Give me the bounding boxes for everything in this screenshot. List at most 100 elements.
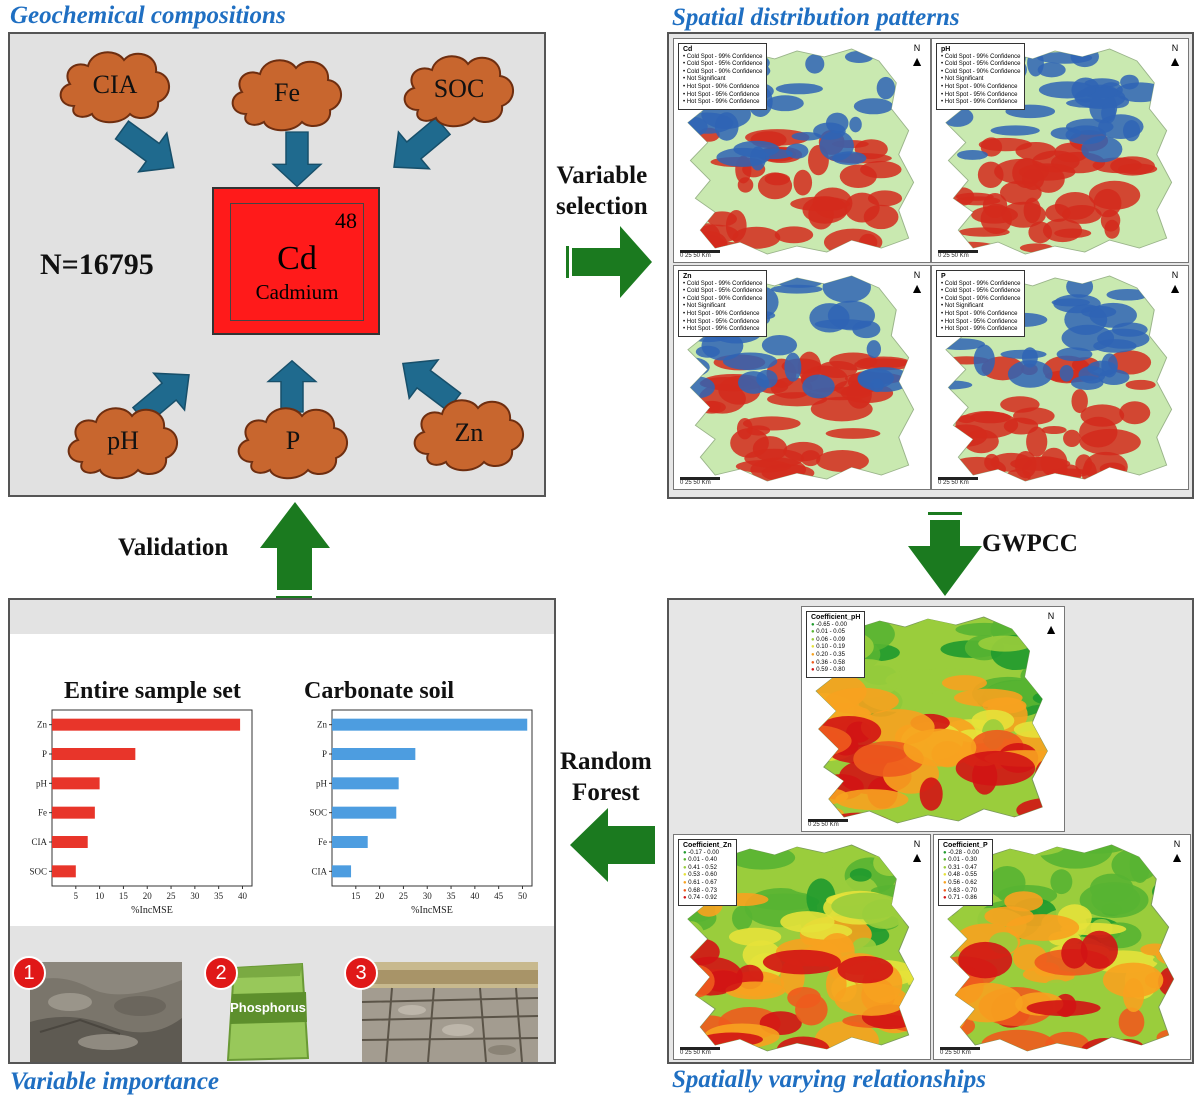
legend-swatch: ● — [943, 887, 949, 894]
north-arrow-icon: N▲ — [1168, 839, 1186, 865]
limestone-pavement-image — [362, 962, 538, 1062]
element-name: Cadmium — [255, 280, 339, 304]
scale-bar-ticks: 0 25 50 Km — [680, 253, 711, 259]
legend-swatch: ● — [943, 857, 949, 864]
title-spatial-distribution: Spatial distribution patterns — [672, 4, 960, 31]
hotspot-maps-panel: Cd• Cold Spot - 99% Confidence• Cold Spo… — [667, 32, 1194, 499]
legend-swatch: ● — [811, 629, 817, 636]
x-tick-label: 45 — [494, 891, 504, 901]
bar — [52, 806, 95, 819]
legend-swatch: ● — [943, 872, 949, 879]
legend-label: 0.41 - 0.52 — [688, 864, 717, 871]
element-symbol: Cd — [277, 240, 317, 277]
bar — [52, 718, 241, 731]
x-tick-label: 30 — [190, 891, 200, 901]
cloud-label-ph: pH — [107, 426, 139, 455]
cloud-shape — [59, 51, 170, 124]
north-label: N — [1171, 43, 1179, 53]
legend-label: 0.68 - 0.73 — [688, 887, 717, 894]
x-tick-label: 25 — [167, 891, 177, 901]
label-gwpcc: GWPCC — [982, 530, 1078, 557]
cloud-p: P — [232, 400, 354, 482]
bar — [332, 836, 368, 848]
plot-frame — [51, 709, 253, 887]
hotspot-legend-item: • Hot Spot - 95% Confidence — [683, 91, 760, 98]
cadmium-element-box: 48 Cd Cadmium — [212, 187, 380, 335]
cloud-shape — [237, 407, 348, 480]
label-variable-selection: Variable selection — [556, 160, 648, 223]
bar — [52, 748, 136, 760]
x-tick-label: 5 — [74, 891, 79, 901]
coefficient-legend-item: ● 0.01 - 0.05 — [811, 629, 860, 637]
coefficient-legend-item: ● 0.06 - 0.09 — [811, 637, 860, 645]
scale-bar: 0 25 50 Km — [808, 819, 848, 828]
x-axis-label: %IncMSE — [411, 905, 453, 916]
photo-phosphorus-bag: Phosphorus — [220, 960, 316, 1064]
bag-label: Phosphorus — [230, 1000, 306, 1015]
map-cell: Coefficient_Zn● -0.17 - 0.00● 0.01 - 0.4… — [673, 834, 931, 1060]
legend-label: 0.01 - 0.30 — [948, 857, 977, 864]
legend-label: 0.56 - 0.62 — [948, 879, 977, 886]
x-tick-label: 35 — [214, 891, 224, 901]
scale-bar-ticks: 0 25 50 Km — [680, 480, 711, 486]
north-triangle: ▲ — [910, 849, 924, 865]
legend-swatch: ● — [683, 879, 689, 886]
legend-label: 0.31 - 0.47 — [948, 864, 977, 871]
y-tick-label: SOC — [309, 808, 327, 818]
scale-bar-ticks: 0 25 50 Km — [938, 480, 969, 486]
y-tick-label: P — [42, 749, 47, 759]
cloud-label-soc: SOC — [433, 74, 485, 103]
hotspot-legend-item: • Cold Spot - 95% Confidence — [683, 288, 763, 295]
label-random-forest: Random Forest — [560, 746, 652, 809]
map-cell: P• Cold Spot - 99% Confidence• Cold Spot… — [931, 265, 1189, 490]
sample-count: N=16795 — [40, 248, 154, 281]
label-random-forest-line-2: Forest — [572, 779, 640, 807]
scale-bar-ticks: 0 25 50 Km — [808, 822, 839, 828]
cloud-fe: Fe — [226, 52, 348, 134]
coefficient-legend-item: ● 0.36 - 0.58 — [811, 660, 860, 668]
legend-label: 0.53 - 0.60 — [688, 872, 717, 879]
hotspot-legend-item: • Cold Spot - 95% Confidence — [941, 288, 1021, 295]
scale-bar: 0 25 50 Km — [680, 1047, 720, 1056]
legend-label: 0.01 - 0.40 — [688, 857, 717, 864]
plot-frame — [331, 709, 533, 887]
north-triangle: ▲ — [1044, 621, 1058, 637]
arrow-random-forest — [570, 808, 655, 882]
hotspot-legend-item: • Cold Spot - 99% Confidence — [941, 53, 1021, 60]
coefficient-legend-item: ● 0.01 - 0.40 — [683, 857, 732, 865]
hotspot-legend-item: • Not Significant — [941, 303, 984, 310]
legend-swatch: ● — [943, 864, 949, 871]
cloud-zn: Zn — [408, 392, 530, 474]
legend-label: 0.74 - 0.92 — [688, 895, 717, 902]
x-tick-label: 20 — [143, 891, 153, 901]
scale-bar-line — [808, 819, 848, 822]
coefficient-legend-item: ● 0.10 - 0.19 — [811, 644, 860, 652]
north-triangle: ▲ — [1170, 849, 1184, 865]
scale-bar-ticks: 0 25 50 Km — [680, 1050, 711, 1056]
legend-label: 0.63 - 0.70 — [948, 887, 977, 894]
coefficient-legend-item: ● 0.48 - 0.55 — [943, 872, 988, 880]
title-geochemical-compositions: Geochemical compositions — [10, 2, 286, 29]
y-tick-label: pH — [316, 778, 328, 788]
legend-label: -0.17 - 0.00 — [688, 849, 719, 856]
map-image — [947, 844, 1175, 1052]
coefficient-legend-item: ● -0.17 - 0.00 — [683, 850, 732, 858]
soil-surface-image — [30, 962, 182, 1062]
hotspot-legend-item: • Hot Spot - 90% Confidence — [683, 310, 760, 317]
cloud-label-p: P — [285, 426, 301, 455]
cloud-label-zn: Zn — [454, 418, 484, 447]
scale-bar: 0 25 50 Km — [940, 1047, 980, 1056]
legend-swatch: ● — [811, 636, 817, 643]
north-arrow-icon: N▲ — [1166, 270, 1184, 296]
legend-label: 0.36 - 0.58 — [816, 659, 845, 666]
cloud-shape — [231, 59, 342, 132]
north-triangle: ▲ — [1168, 280, 1182, 296]
cloud-shape — [403, 55, 514, 128]
badge-1: 1 — [12, 956, 46, 990]
north-label: N — [1047, 611, 1055, 621]
coefficient-legend-item: ● 0.71 - 0.86 — [943, 895, 988, 903]
title-variable-importance: Variable importance — [10, 1068, 220, 1095]
hotspot-legend-item: • Not Significant — [683, 303, 726, 310]
hotspot-legend-item: • Hot Spot - 90% Confidence — [683, 83, 760, 90]
